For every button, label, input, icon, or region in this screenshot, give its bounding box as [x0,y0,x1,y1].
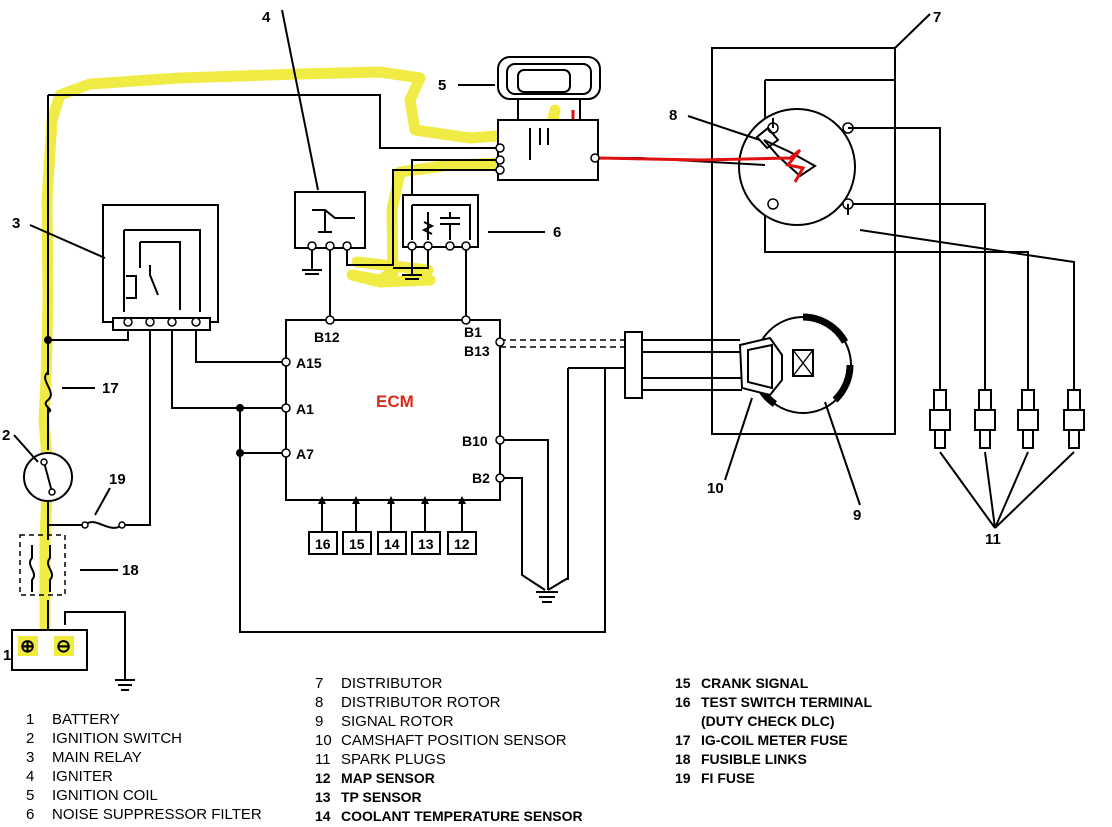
callout-7: 7 [933,9,941,26]
legend-item: (DUTY CHECK DLC) [701,713,835,729]
callout-17: 17 [102,380,119,397]
ecm-pin-a15: A15 [296,355,322,371]
noise-suppressor-filter [402,194,479,251]
sensor-box-12: 12 [454,536,470,552]
callout-5: 5 [438,77,446,94]
fi-fuse [81,521,126,529]
callout-18: 18 [122,562,139,579]
ecm [281,315,505,501]
ecm-pin-b2: B2 [472,470,490,486]
callout-1: 1 [3,647,11,664]
callout-4: 4 [262,9,271,26]
ecm-pin-b10: B10 [462,433,488,449]
sensor-box-14: 14 [384,536,400,552]
wiring [44,9,1075,680]
ecm-label: ECM [376,392,414,411]
callout-10: 10 [707,480,724,497]
sensor-input-boxes: 16 15 14 13 12 [308,496,477,555]
ecm-pin-b1: B1 [464,324,482,340]
fusible-links [19,534,66,596]
ecm-pin-a7: A7 [296,446,314,462]
ecm-pin-a1: A1 [296,401,314,417]
spark-plug [929,389,951,449]
callout-8: 8 [669,107,677,124]
spark-plug [1063,389,1085,449]
sensor-box-16: 16 [315,536,331,552]
spark-plug [974,389,996,449]
ignition-switch [23,452,73,502]
signal-rotor [738,313,854,414]
spark-plug [1017,389,1039,449]
main-relay [102,204,219,331]
ecm-pin-b12: B12 [314,329,340,345]
ground-symbols [115,269,558,691]
battery: ⊕ ⊖ [11,629,88,671]
callout-2: 2 [2,427,10,444]
callout-numbers: 4 7 5 8 3 6 17 2 19 10 9 11 18 1 [2,9,1001,664]
callout-19: 19 [109,471,126,488]
distributor-rotor [763,139,817,178]
battery-minus: ⊖ [56,636,71,656]
ecm-pin-b13: B13 [464,343,490,359]
ecm-pins: B12 B1 B13 A15 A1 A7 B10 B2 ECM [296,324,490,486]
spark-plugs [929,389,1085,449]
sensor-box-13: 13 [418,536,434,552]
callout-leaders [13,84,1075,571]
ignition-coil [495,56,601,181]
crank-connector [624,331,643,399]
ig-coil-meter-fuse [44,371,52,413]
callout-3: 3 [12,215,20,232]
callout-9: 9 [853,507,861,524]
sensor-box-15: 15 [349,536,365,552]
battery-plus: ⊕ [20,636,35,656]
igniter [294,191,366,251]
callout-11: 11 [985,531,1001,548]
callout-6: 6 [553,224,561,241]
